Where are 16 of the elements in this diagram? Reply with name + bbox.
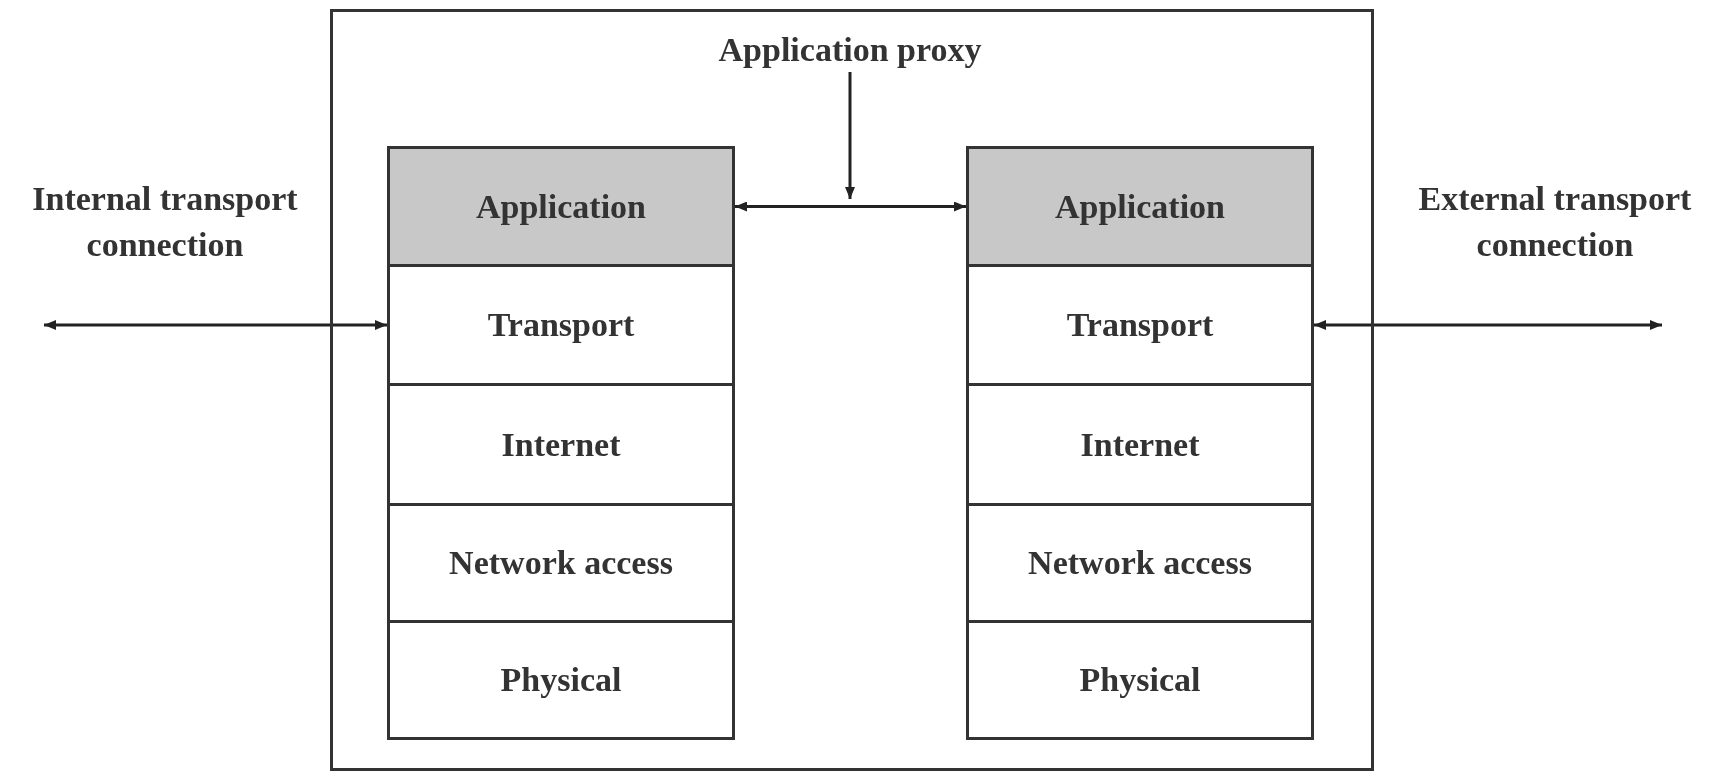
arrow — [44, 320, 387, 330]
protocol-layer: Application — [966, 146, 1314, 267]
protocol-layer: Internet — [966, 383, 1314, 506]
protocol-layer: Network access — [387, 503, 735, 623]
arrow — [735, 201, 966, 212]
protocol-layer: Internet — [387, 383, 735, 506]
protocol-layer: Physical — [387, 620, 735, 740]
protocol-layer: Physical — [966, 620, 1314, 740]
protocol-layer: Transport — [966, 264, 1314, 386]
proxy-frame — [330, 9, 1374, 771]
arrow — [845, 72, 855, 199]
proxy-title: Application proxy — [700, 28, 1000, 72]
protocol-layer: Network access — [966, 503, 1314, 623]
protocol-layer: Transport — [387, 264, 735, 386]
protocol-layer: Application — [387, 146, 735, 267]
arrow — [1314, 320, 1662, 330]
